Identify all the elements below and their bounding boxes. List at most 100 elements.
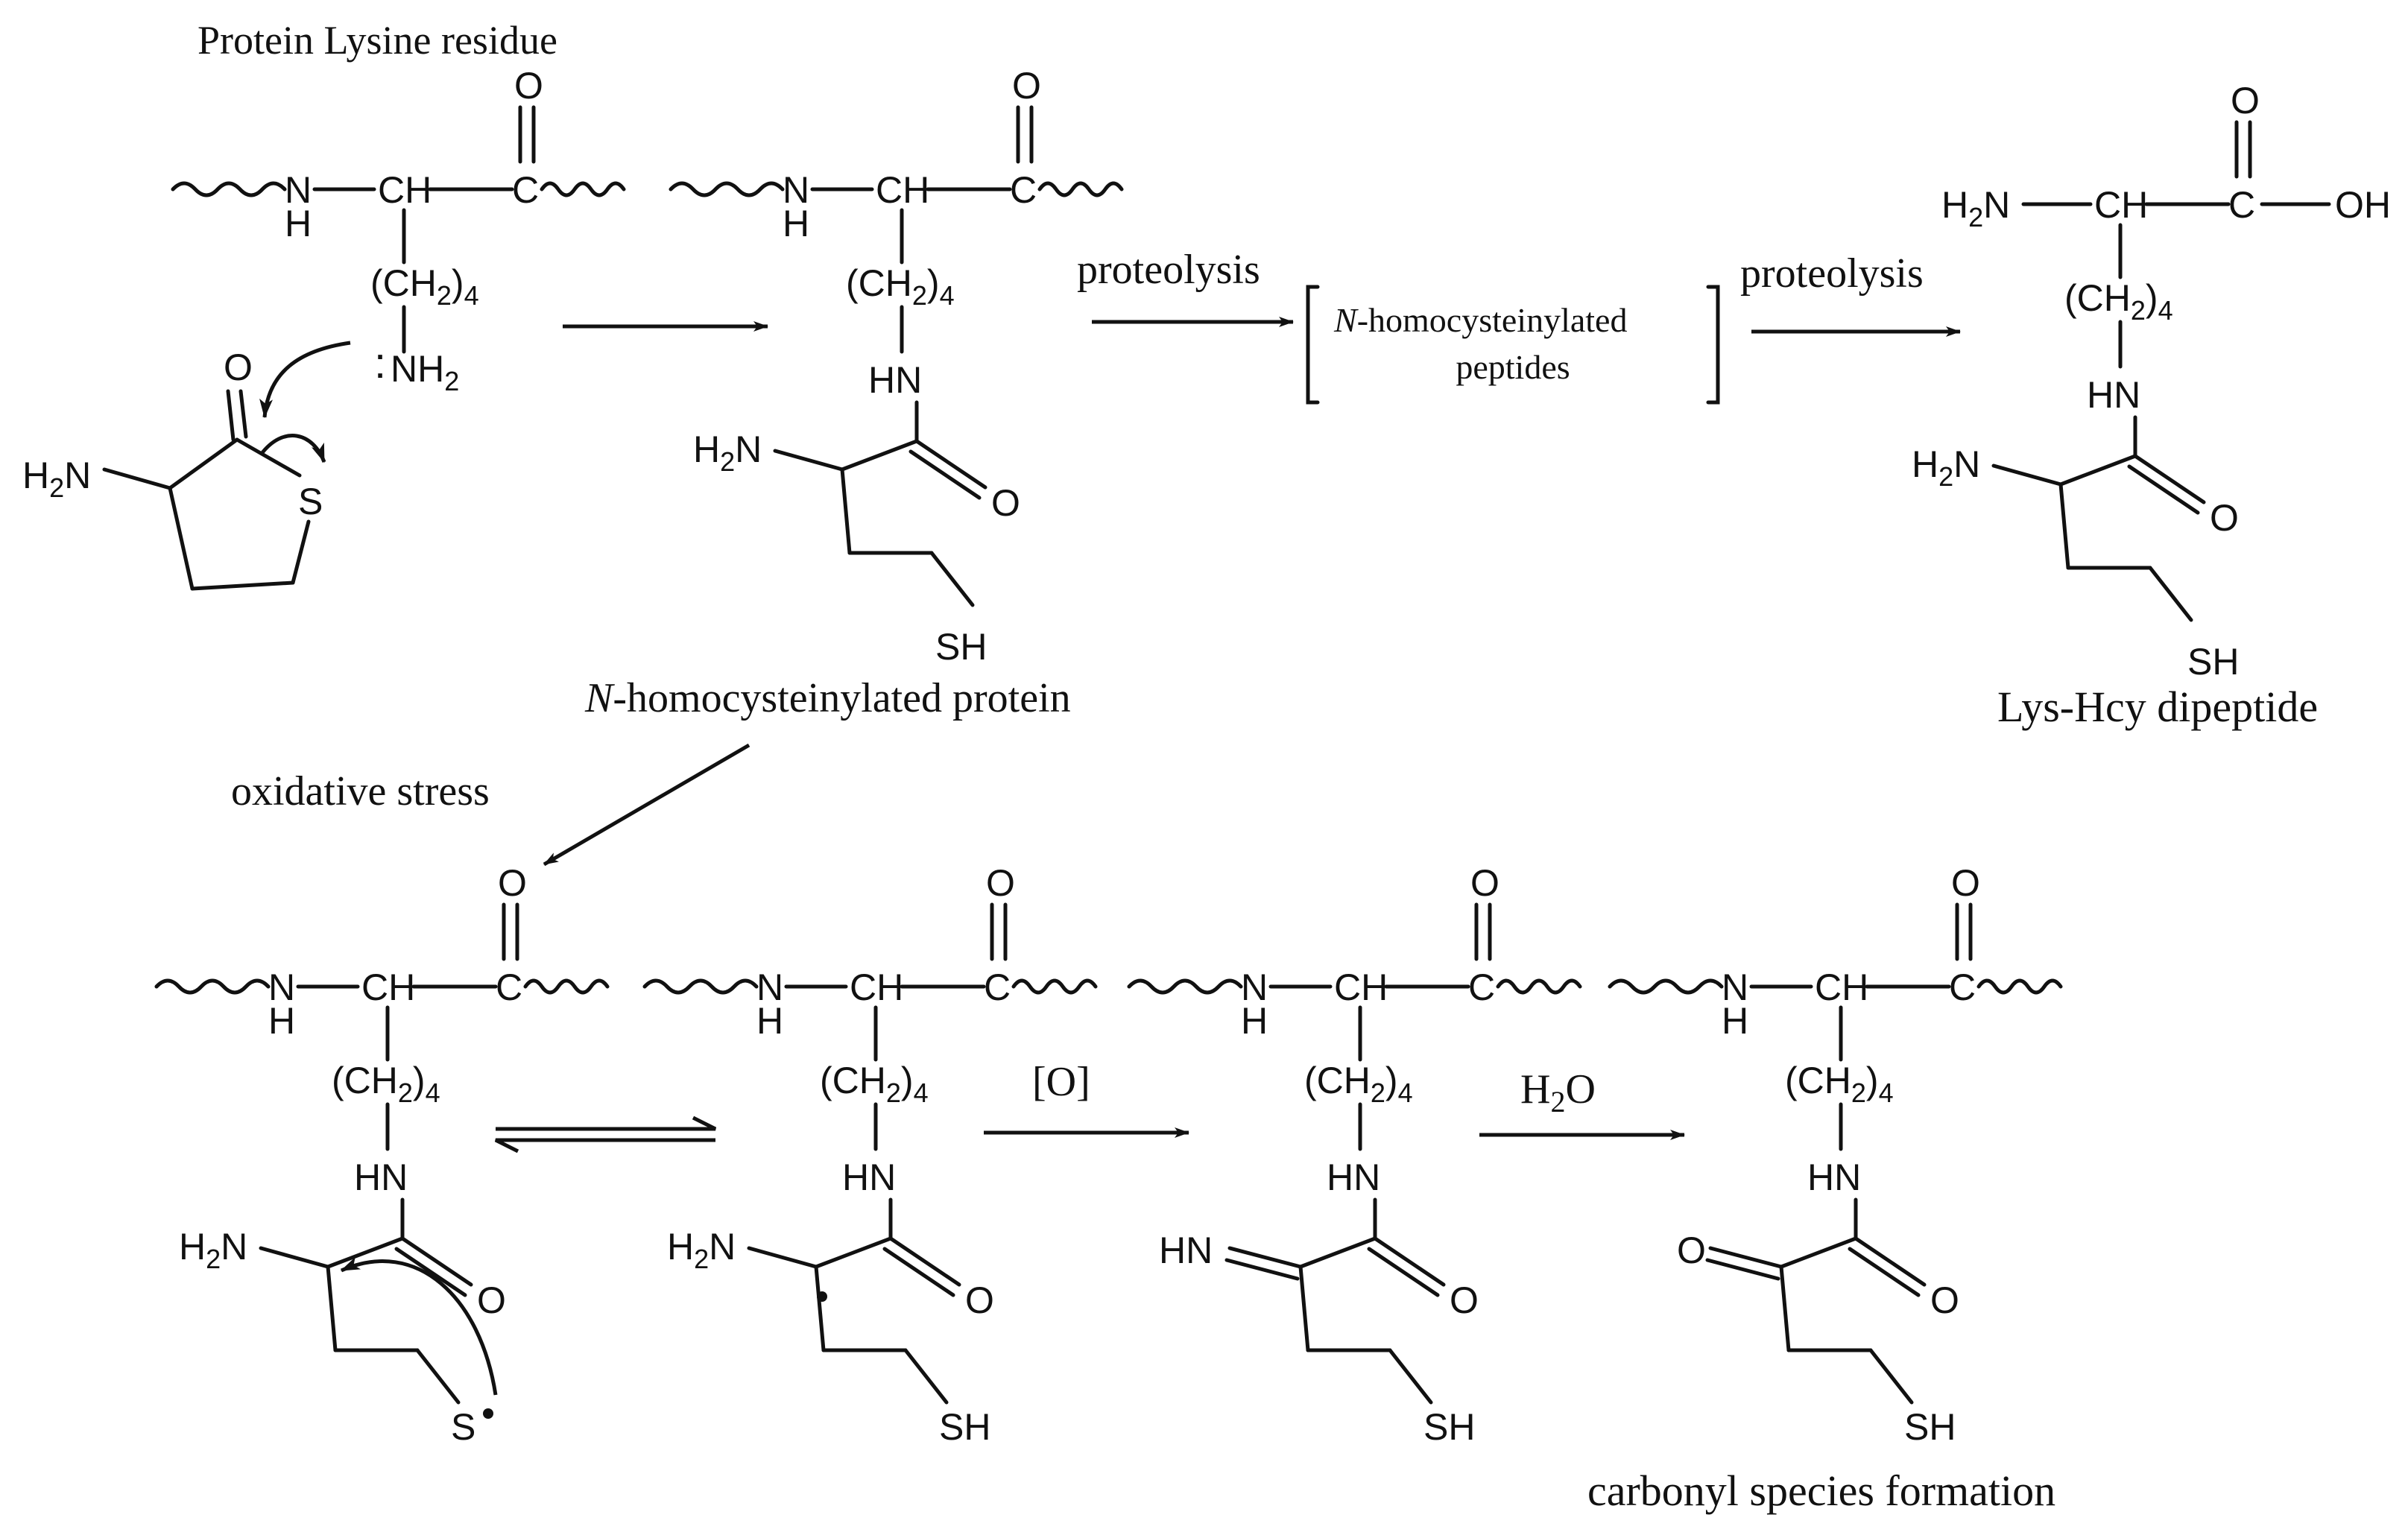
bond — [747, 1246, 818, 1269]
radical2-carbonyl-c: C — [984, 966, 1011, 1008]
bond — [1298, 1265, 1310, 1352]
bond — [903, 1348, 949, 1405]
dipeptide-butyl-chain: (CH2)4 — [2064, 277, 2173, 326]
radical2-butyl-chain: (CH2)4 — [820, 1060, 929, 1108]
dipeptide-hn: HN — [2087, 374, 2140, 416]
imine-butyl-chain: (CH2)4 — [1304, 1060, 1413, 1108]
protein-lysine-label: Protein Lysine residue — [197, 18, 557, 63]
lys-amide-n: N — [285, 169, 312, 211]
radical2-hn: HN — [842, 1156, 896, 1198]
nhcy-protein-label: N-homocysteinylated protein — [584, 675, 1071, 721]
bond — [1868, 1348, 1914, 1405]
bond — [882, 1247, 955, 1297]
hydrogen-transfer-arrow — [340, 1256, 498, 1396]
bond — [259, 1246, 330, 1269]
radical2-carbonyl-o: O — [986, 862, 1015, 904]
dipeptide-oh: OH — [2335, 184, 2391, 226]
peptides-label-line2: peptides — [1456, 348, 1570, 386]
carbonyl-sh: SH — [1904, 1406, 1956, 1448]
bond — [2058, 482, 2070, 570]
peptides-label-line1: N-homocysteinylated — [1333, 301, 1627, 339]
imine-wavy-left — [1127, 978, 1243, 995]
carbonyl-butyl-chain: (CH2)4 — [1785, 1060, 1894, 1108]
lys-wavy-right — [540, 181, 626, 197]
nhcy-wavy-right — [1037, 181, 1124, 197]
nhcy-carbonyl-c: C — [1010, 169, 1037, 211]
lone-pair: : — [374, 339, 386, 387]
bond — [2058, 454, 2137, 487]
oxidative-stress-label: oxidative stress — [231, 768, 490, 814]
imine-sh: SH — [1423, 1406, 1475, 1448]
ring-opening-arrow — [259, 434, 326, 463]
bond — [840, 439, 919, 472]
carbonyl-amide-n: N — [1722, 966, 1748, 1008]
bond — [1373, 1236, 1446, 1287]
equilibrium-forward — [496, 1115, 717, 1131]
proteolysis-label-2: proteolysis — [1740, 250, 1924, 297]
bond — [814, 1265, 826, 1352]
imine-carbonyl-o: O — [1470, 862, 1500, 904]
bond — [1367, 1247, 1440, 1297]
bond — [102, 467, 172, 490]
radical1-amide-o: O — [477, 1279, 506, 1321]
nhcy-carbonyl-o: O — [1012, 65, 1041, 107]
bond — [1848, 1247, 1921, 1297]
imine-carbonyl-c: C — [1468, 966, 1495, 1008]
radical2-alpha-nh2: H2N — [667, 1226, 736, 1274]
bond — [1224, 1258, 1300, 1281]
thiolactone-s: S — [298, 481, 323, 522]
lys-amide-h: H — [285, 203, 312, 244]
radical2-amide-n: N — [756, 966, 783, 1008]
nhcy-hn: HN — [868, 359, 922, 401]
nhcy-butyl-chain: (CH2)4 — [846, 262, 955, 311]
carbonyl-amide-h: H — [1722, 1000, 1748, 1042]
bond — [1854, 1236, 1927, 1287]
radical2-amide-h: H — [756, 1000, 783, 1042]
bond — [1227, 1246, 1303, 1269]
lys-epsilon-nh2: NH2 — [391, 348, 459, 396]
carbonyl-carbonyl-o: O — [1951, 862, 1980, 904]
imine-alpha-ch: CH — [1334, 966, 1388, 1008]
thiyl-s: S — [451, 1406, 475, 1448]
bond — [1779, 1265, 1791, 1352]
radical1-amide-h: H — [268, 1000, 295, 1042]
bond — [400, 1236, 473, 1287]
bond — [1779, 1236, 1858, 1269]
imine-amide-h: H — [1241, 1000, 1268, 1042]
bond — [168, 486, 195, 591]
bond — [1991, 463, 2063, 487]
bond — [1708, 1246, 1783, 1269]
bond — [914, 439, 987, 490]
nhcy-alpha-ch: CH — [876, 169, 929, 211]
thiolactone-nh2: H2N — [22, 455, 91, 503]
bond — [1705, 1258, 1780, 1281]
dipeptide-label: Lys-Hcy dipeptide — [1997, 683, 2318, 731]
thiyl-radical-dot — [483, 1408, 493, 1419]
radical2-wavy-right — [1011, 978, 1098, 995]
equilibrium-reverse — [494, 1138, 715, 1154]
nhcy-amide-h: H — [783, 203, 809, 244]
radical2-amide-o: O — [965, 1279, 994, 1321]
imine-imine-hn: HN — [1159, 1230, 1213, 1271]
carbonyl-formation-label: carbonyl species formation — [1587, 1466, 2055, 1515]
bond — [888, 1236, 961, 1287]
lys-butyl-chain: (CH2)4 — [370, 262, 479, 311]
carbonyl-alpha-ch: CH — [1815, 966, 1868, 1008]
dipeptide-alpha-nh2: H2N — [1941, 184, 2010, 232]
radical1-carbonyl-o: O — [498, 862, 527, 904]
radical1-butyl-chain: (CH2)4 — [332, 1060, 440, 1108]
bond — [326, 1236, 405, 1269]
radical1-wavy-right — [523, 978, 610, 995]
dipeptide-carboxyl-c: C — [2228, 184, 2255, 226]
dipeptide-alpha-nh2: H2N — [1912, 443, 1980, 492]
imine-wavy-right — [1496, 978, 1582, 995]
carbonyl-keto-o: O — [1677, 1230, 1706, 1271]
radical1-alpha-nh2: H2N — [179, 1226, 247, 1274]
radical1-amide-n: N — [268, 966, 295, 1008]
lys-wavy-left — [171, 181, 287, 197]
dipeptide-amide-o: O — [2210, 497, 2239, 539]
carbonyl-hn: HN — [1807, 1156, 1861, 1198]
bond — [1388, 1348, 1433, 1405]
bond — [291, 519, 311, 585]
